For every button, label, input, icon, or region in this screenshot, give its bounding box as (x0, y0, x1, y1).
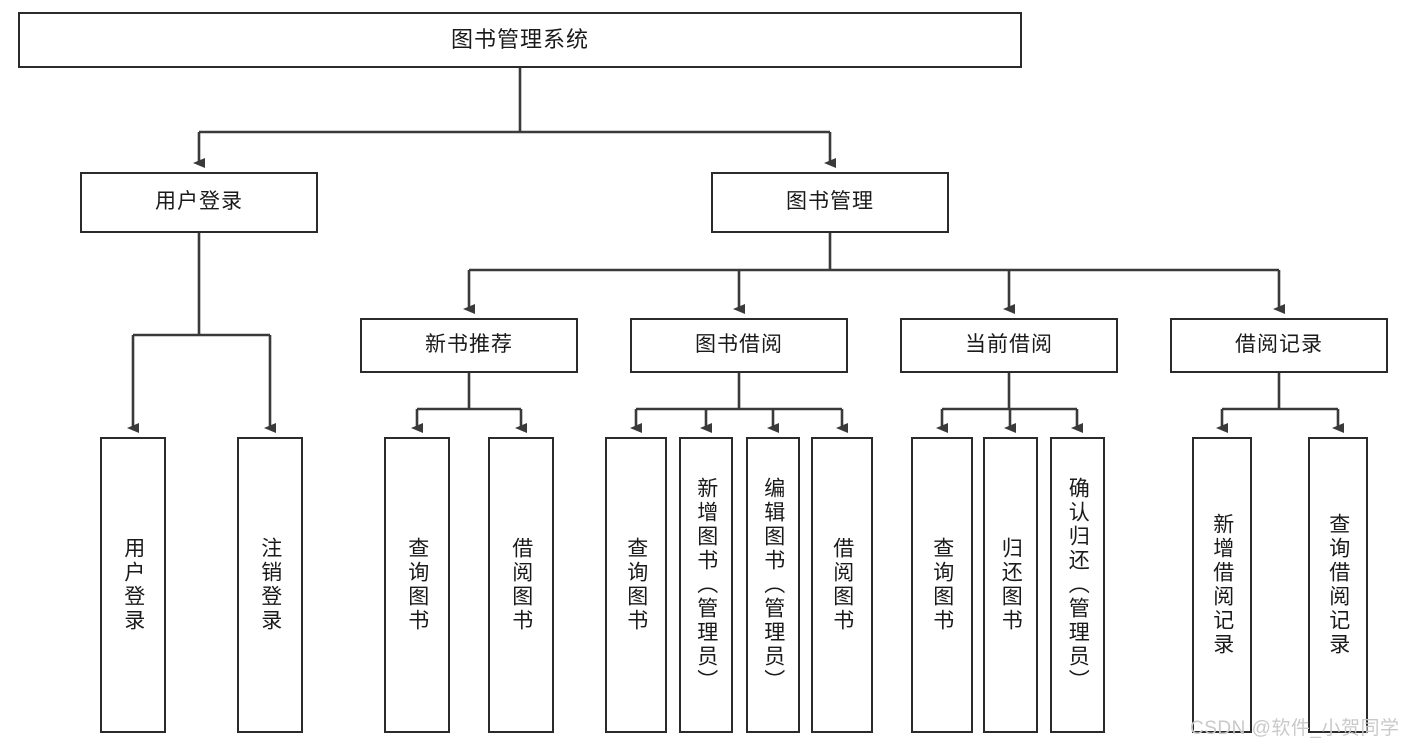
node-leaf-user-login-label: 用户登录 (121, 537, 145, 633)
node-leaf-add-book[interactable]: 新增图书（管理员） (679, 437, 733, 733)
node-leaf-return-book-label: 归还图书 (999, 537, 1023, 633)
node-leaf-query-book-1-label: 查询图书 (405, 537, 429, 633)
node-new-book-rec[interactable]: 新书推荐 (360, 318, 578, 373)
node-book-manage[interactable]: 图书管理 (711, 172, 949, 233)
node-leaf-logout-label: 注销登录 (258, 537, 282, 633)
node-leaf-logout[interactable]: 注销登录 (237, 437, 303, 733)
node-book-manage-label: 图书管理 (786, 190, 874, 214)
node-leaf-borrow-book-1-label: 借阅图书 (509, 537, 533, 633)
node-leaf-query-book-2[interactable]: 查询图书 (605, 437, 667, 733)
node-leaf-edit-book[interactable]: 编辑图书（管理员） (746, 437, 800, 733)
node-leaf-query-record[interactable]: 查询借阅记录 (1308, 437, 1368, 733)
node-leaf-return-book[interactable]: 归还图书 (983, 437, 1038, 733)
node-leaf-user-login[interactable]: 用户登录 (100, 437, 166, 733)
node-leaf-borrow-book-1[interactable]: 借阅图书 (488, 437, 554, 733)
node-leaf-query-book-3-label: 查询图书 (930, 537, 954, 633)
node-leaf-confirm-return-label: 确认归还（管理员） (1066, 477, 1090, 693)
node-leaf-query-book-3[interactable]: 查询图书 (911, 437, 973, 733)
node-borrow-record[interactable]: 借阅记录 (1170, 318, 1388, 373)
csdn-watermark: CSDN @软件_小贺同学 (1190, 718, 1400, 739)
node-current-borrow-label: 当前借阅 (965, 333, 1053, 357)
node-leaf-add-record-label: 新增借阅记录 (1210, 513, 1234, 657)
node-leaf-add-book-label: 新增图书（管理员） (694, 477, 718, 693)
node-user-login[interactable]: 用户登录 (80, 172, 318, 233)
node-current-borrow[interactable]: 当前借阅 (900, 318, 1118, 373)
node-leaf-edit-book-label: 编辑图书（管理员） (761, 477, 785, 693)
node-leaf-query-book-1[interactable]: 查询图书 (384, 437, 450, 733)
node-borrow-record-label: 借阅记录 (1235, 333, 1323, 357)
node-leaf-borrow-book-2-label: 借阅图书 (830, 537, 854, 633)
node-leaf-add-record[interactable]: 新增借阅记录 (1192, 437, 1252, 733)
node-leaf-confirm-return[interactable]: 确认归还（管理员） (1050, 437, 1105, 733)
node-leaf-query-book-2-label: 查询图书 (624, 537, 648, 633)
node-leaf-borrow-book-2[interactable]: 借阅图书 (811, 437, 873, 733)
node-user-login-label: 用户登录 (155, 190, 243, 214)
node-root[interactable]: 图书管理系统 (18, 12, 1022, 68)
node-book-borrow[interactable]: 图书借阅 (630, 318, 848, 373)
node-new-book-rec-label: 新书推荐 (425, 333, 513, 357)
node-book-borrow-label: 图书借阅 (695, 333, 783, 357)
node-leaf-query-record-label: 查询借阅记录 (1326, 513, 1350, 657)
node-root-label: 图书管理系统 (450, 27, 589, 53)
